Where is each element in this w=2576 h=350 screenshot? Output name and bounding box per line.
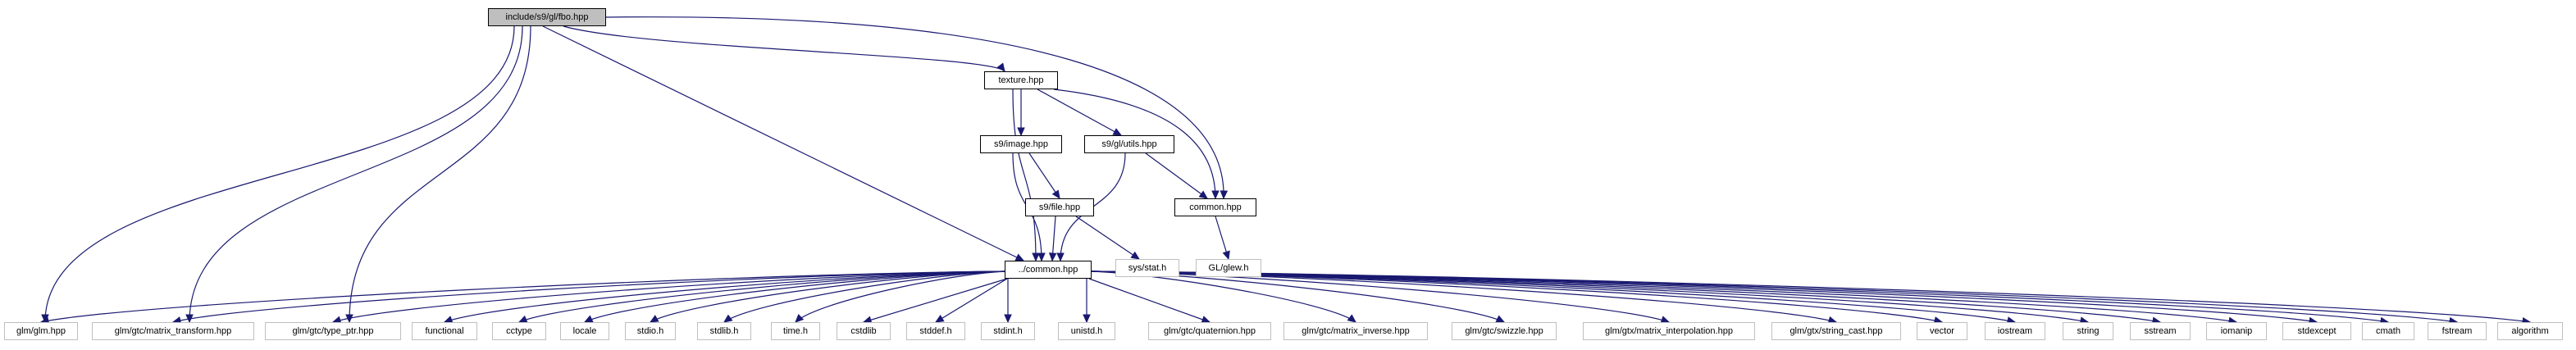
edge-arrowhead: [1051, 189, 1060, 200]
leaf-node: glm/gtx/matrix_interpolation.hpp: [1583, 322, 1755, 340]
leaf-node: algorithm: [2497, 322, 2563, 340]
edge-arrowhead: [1048, 252, 1057, 262]
leaf-node: glm/gtc/matrix_inverse.hpp: [1283, 322, 1428, 340]
dependency-edge: [584, 270, 1008, 323]
edge-arrowhead: [996, 62, 1005, 72]
edge-arrowhead: [1056, 252, 1065, 262]
dependency-edge: [189, 25, 523, 323]
leaf-node: cmath: [2362, 322, 2414, 340]
leaf-node: stdio.h: [625, 322, 676, 340]
dependency-edge: [44, 25, 515, 323]
utils-node[interactable]: s9/gl/utils.hpp: [1084, 135, 1174, 153]
leaf-node: sstream: [2130, 322, 2191, 340]
common-node[interactable]: common.hpp: [1174, 198, 1256, 216]
edge-arrowhead: [1004, 314, 1012, 324]
leaf-node: glm/gtx/string_cast.hpp: [1771, 322, 1901, 340]
edge-arrowhead: [1017, 127, 1025, 137]
dependency-edge: [1075, 216, 1140, 260]
leaf-node: glm/glm.hpp: [4, 322, 78, 340]
dependency-edge: [172, 270, 1008, 323]
dependency-edge: [1028, 152, 1060, 199]
image-node[interactable]: s9/image.hpp: [980, 135, 1062, 153]
leaf-node: unistd.h: [1058, 322, 1115, 340]
edge-arrowhead: [1112, 128, 1123, 136]
leaf-node: stdint.h: [981, 322, 1035, 340]
leaf-node: cstdlib: [837, 322, 891, 340]
leaf-node: locale: [560, 322, 609, 340]
leaf-node: string: [2063, 322, 2113, 340]
edge-arrowhead: [1220, 190, 1229, 200]
leaf-node: stdlib.h: [697, 322, 751, 340]
dependency-edge: [1053, 89, 1216, 199]
edge-arrowhead: [1495, 315, 1506, 323]
leaf-node: stdexcept: [2282, 322, 2351, 340]
texture-node[interactable]: texture.hpp: [984, 71, 1058, 89]
file-node[interactable]: s9/file.hpp: [1025, 198, 1094, 216]
edge-arrowhead: [1083, 314, 1091, 324]
leaf-node: iomanip: [2206, 322, 2267, 340]
root-node[interactable]: include/s9/gl/fbo.hpp: [488, 8, 606, 26]
dependency-edge: [1012, 89, 1037, 261]
dependency-edge: [349, 25, 531, 323]
dependency-edge: [332, 270, 1008, 323]
edge-arrowhead: [1211, 190, 1220, 200]
leaf-node: glm/gtc/swizzle.hpp: [1452, 322, 1557, 340]
leaf-node: glm/gtc/type_ptr.hpp: [265, 322, 401, 340]
dependency-edge: [1088, 270, 2531, 323]
edge-arrowhead: [583, 315, 594, 323]
edge-arrowhead: [1222, 250, 1230, 261]
edge-arrowhead: [795, 313, 805, 323]
dependency-edge: [1088, 270, 2389, 323]
leaf-node: iostream: [1985, 322, 2045, 340]
dependency-edge: [863, 278, 1008, 323]
leaf-node: vector: [1917, 322, 1967, 340]
edge-arrowhead: [1347, 314, 1356, 323]
dependency-edge: [1145, 152, 1208, 199]
dependency-edge: [935, 278, 1008, 323]
edge-arrowhead: [1130, 251, 1141, 260]
dependency-edge: [542, 25, 1024, 261]
edge-arrowhead: [723, 314, 733, 323]
leaf-node: glm/gtc/matrix_transform.hpp: [92, 322, 254, 340]
parent-common-node[interactable]: ../common.hpp: [1005, 261, 1092, 279]
leaf-node: cctype: [492, 322, 546, 340]
dependency-edge: [723, 270, 1008, 323]
leaf-node: fstream: [2428, 322, 2487, 340]
leaf-node: functional: [412, 322, 477, 340]
leaf-node: stddef.h: [906, 322, 965, 340]
dependency-edge: [1088, 278, 1210, 323]
sysstat-node: sys/stat.h: [1115, 259, 1179, 277]
dependency-edge: [605, 16, 1224, 199]
dependency-edge: [650, 270, 1008, 323]
edge-arrowhead: [1037, 252, 1046, 262]
edge-arrowhead: [1032, 252, 1040, 262]
edge-arrowhead: [1014, 253, 1025, 261]
edge-arrowhead: [649, 315, 659, 323]
leaf-node: time.h: [771, 322, 820, 340]
edge-arrowhead: [1198, 190, 1208, 199]
dependency-edge: [563, 25, 1005, 72]
leaf-node: glm/gtc/quaternion.hpp: [1148, 322, 1271, 340]
dependency-edge: [40, 270, 1008, 323]
glew-node: GL/glew.h: [1196, 259, 1261, 277]
dependency-edge: [795, 270, 1008, 323]
edge-arrowhead: [934, 314, 945, 323]
dependency-edge: [1037, 89, 1122, 136]
